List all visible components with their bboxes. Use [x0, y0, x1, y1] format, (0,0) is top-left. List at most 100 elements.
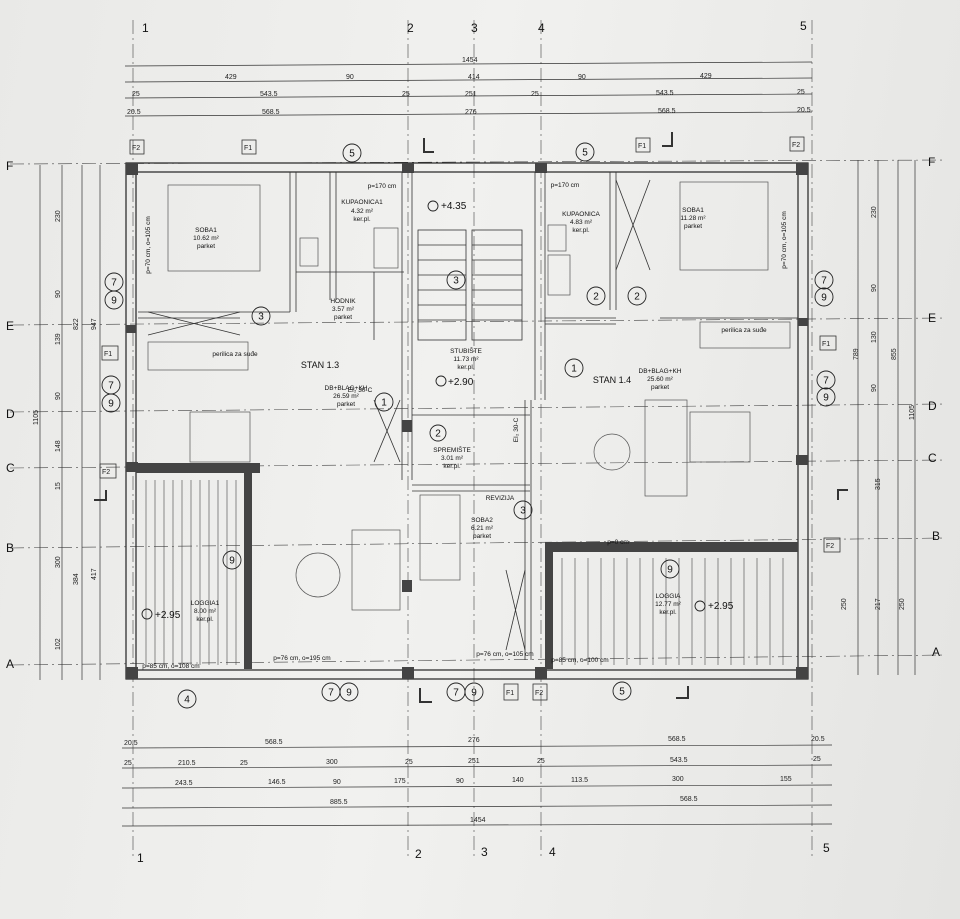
room-spremiste-name: SPREMIŠTE: [433, 445, 471, 454]
room-kupaonica1-area: 4.32 m²: [351, 208, 374, 215]
marker-1-left: 1: [381, 398, 387, 409]
opening-mid: p=76 cm, o=195 cm: [273, 655, 330, 662]
room-loggia1-name: LOGGIA1: [191, 600, 220, 607]
dim-top-25d: 25: [797, 89, 805, 96]
dim-right-250b: 250: [899, 598, 906, 610]
dim-bot-25e: 25: [813, 756, 821, 763]
label-revizija: REVIZIJA: [486, 495, 515, 502]
label-perilica-left: perilica za suđe: [212, 351, 258, 358]
tag-f2-top-left: F2: [132, 145, 140, 152]
dim-left-230: 230: [55, 210, 62, 222]
label-perilica-right: perilica za suđe: [721, 327, 767, 334]
room-kupaonica-right-floor: ker.pl.: [572, 227, 590, 234]
room-loggia-right-area: 12.77 m²: [655, 601, 681, 608]
room-stubiste-name: STUBIŠTE: [450, 346, 482, 355]
dim-left-90a: 90: [55, 290, 62, 298]
dim-bot-140: 140: [512, 777, 524, 784]
grid-label-2-bottom: 2: [415, 847, 422, 861]
marker-9-loggia-right: 9: [667, 565, 673, 576]
dim-left-300: 300: [55, 556, 62, 568]
marker-3-soba2: 3: [520, 506, 526, 517]
marker-7-left-a: 7: [111, 278, 117, 289]
tag-f1-top-right: F1: [638, 143, 646, 150]
dim-bot-251: 251: [468, 758, 480, 765]
shower-left: [373, 227, 399, 269]
top-dimensions: 1454 429 90 414 90 429 25 543.5 25 251 2…: [124, 57, 813, 117]
room-kupaonica-right-area: 4.83 m²: [570, 219, 593, 226]
dining-table-right: [689, 411, 751, 463]
opening-p70-right: p=70 cm, o=105 cm: [781, 211, 788, 268]
dim-bot-20b: 20.5: [811, 736, 825, 743]
marker-1-right: 1: [571, 364, 577, 375]
tag-f1-top-left: F1: [244, 145, 252, 152]
dim-top-20b: 20.5: [797, 107, 811, 114]
room-soba1-right-name: SOBA1: [682, 207, 704, 214]
bed-right: [679, 181, 769, 271]
dim-top-429b: 429: [700, 73, 712, 80]
dim-bot-113: 113.5: [571, 777, 588, 784]
marker-2-b: 2: [634, 292, 640, 303]
room-kupaonica-right-name: KUPAONICA: [562, 211, 600, 218]
furniture: [147, 181, 791, 611]
loggia-right-hatch: [561, 558, 784, 665]
elevation-loggia-left: +2.95: [155, 610, 181, 621]
dim-left-947: 947: [91, 318, 98, 330]
marker-9-loggia-left: 9: [229, 556, 235, 567]
marker-5-top-left: 5: [349, 149, 355, 160]
grid-label-E-left: E: [6, 319, 14, 333]
wc-left: [299, 237, 319, 267]
grid-label-D-right: D: [928, 399, 937, 413]
dim-top-25b: 25: [402, 91, 410, 98]
elevation-stair: +2.90: [448, 377, 474, 388]
dim-top-25c: 25: [531, 91, 539, 98]
dim-left-1105: 1105: [33, 410, 40, 425]
left-dimensions: 1105 947 822 230 90 139 90 148 15 384 30…: [33, 165, 101, 680]
opening-p0: p=0 cm: [607, 539, 629, 546]
marker-9-bottom-a: 9: [346, 688, 352, 699]
right-dimensions: 1105 855 789 230 90 130 90 315 250 217 2…: [841, 160, 916, 675]
grid-label-4-top: 4: [538, 21, 545, 35]
room-soba1-left-area: 10.62 m²: [193, 235, 219, 242]
grid-label-5-bottom: 5: [823, 841, 830, 855]
shower-right: [547, 254, 571, 296]
dim-right-90a: 90: [871, 284, 878, 292]
dim-right-130: 130: [871, 331, 878, 343]
tag-f1-right: F1: [822, 341, 830, 348]
opening-p70-left: p=70 cm, o=105 cm: [145, 216, 152, 273]
sofa-right: [644, 399, 688, 497]
coffee-table-right: [593, 433, 631, 471]
dim-bot-300b: 300: [672, 776, 684, 783]
grid-label-5-top: 5: [800, 19, 807, 33]
dim-left-417: 417: [91, 568, 98, 580]
room-kupaonica1-name: KUPAONICA1: [341, 199, 383, 206]
marker-5-bottom: 5: [619, 687, 625, 698]
outer-walls: [125, 162, 809, 680]
marker-7-bottom-b: 7: [453, 688, 459, 699]
dim-top-414: 414: [468, 74, 480, 81]
dim-right-1105: 1105: [909, 405, 916, 420]
marker-7-right-a: 7: [821, 276, 827, 287]
dim-bot-155: 155: [780, 776, 792, 783]
marker-9-left-a: 9: [111, 296, 117, 307]
room-spremiste-area: 3.01 m²: [441, 455, 464, 462]
room-soba2-area: 6.21 m²: [471, 525, 494, 532]
room-db-right-area: 25.60 m²: [647, 376, 673, 383]
section-cuts: [94, 132, 848, 703]
room-db-left-floor: parket: [337, 401, 355, 408]
dim-top-568b: 568.5: [658, 108, 676, 115]
dim-bot-25d: 25: [537, 758, 545, 765]
window-tags: F2 F1 F1 F2 F1 F2 F1 F2 F1 F2: [99, 136, 841, 701]
marker-3-left: 3: [258, 312, 264, 323]
room-loggia1-area: 8.00 m²: [194, 608, 217, 615]
marker-2-spremiste: 2: [435, 429, 441, 440]
room-soba1-left-floor: parket: [197, 243, 215, 250]
opening-loggia-right: p=85 cm, o=100 cm: [551, 657, 608, 664]
room-soba1-left-name: SOBA1: [195, 227, 217, 234]
dim-bot-243: 243.5: [175, 780, 193, 787]
void-crosses: [147, 179, 651, 651]
marker-9-bottom-b: 9: [471, 688, 477, 699]
dim-right-789: 789: [853, 348, 860, 360]
room-soba1-right-floor: parket: [684, 223, 702, 230]
dim-left-90b: 90: [55, 392, 62, 400]
